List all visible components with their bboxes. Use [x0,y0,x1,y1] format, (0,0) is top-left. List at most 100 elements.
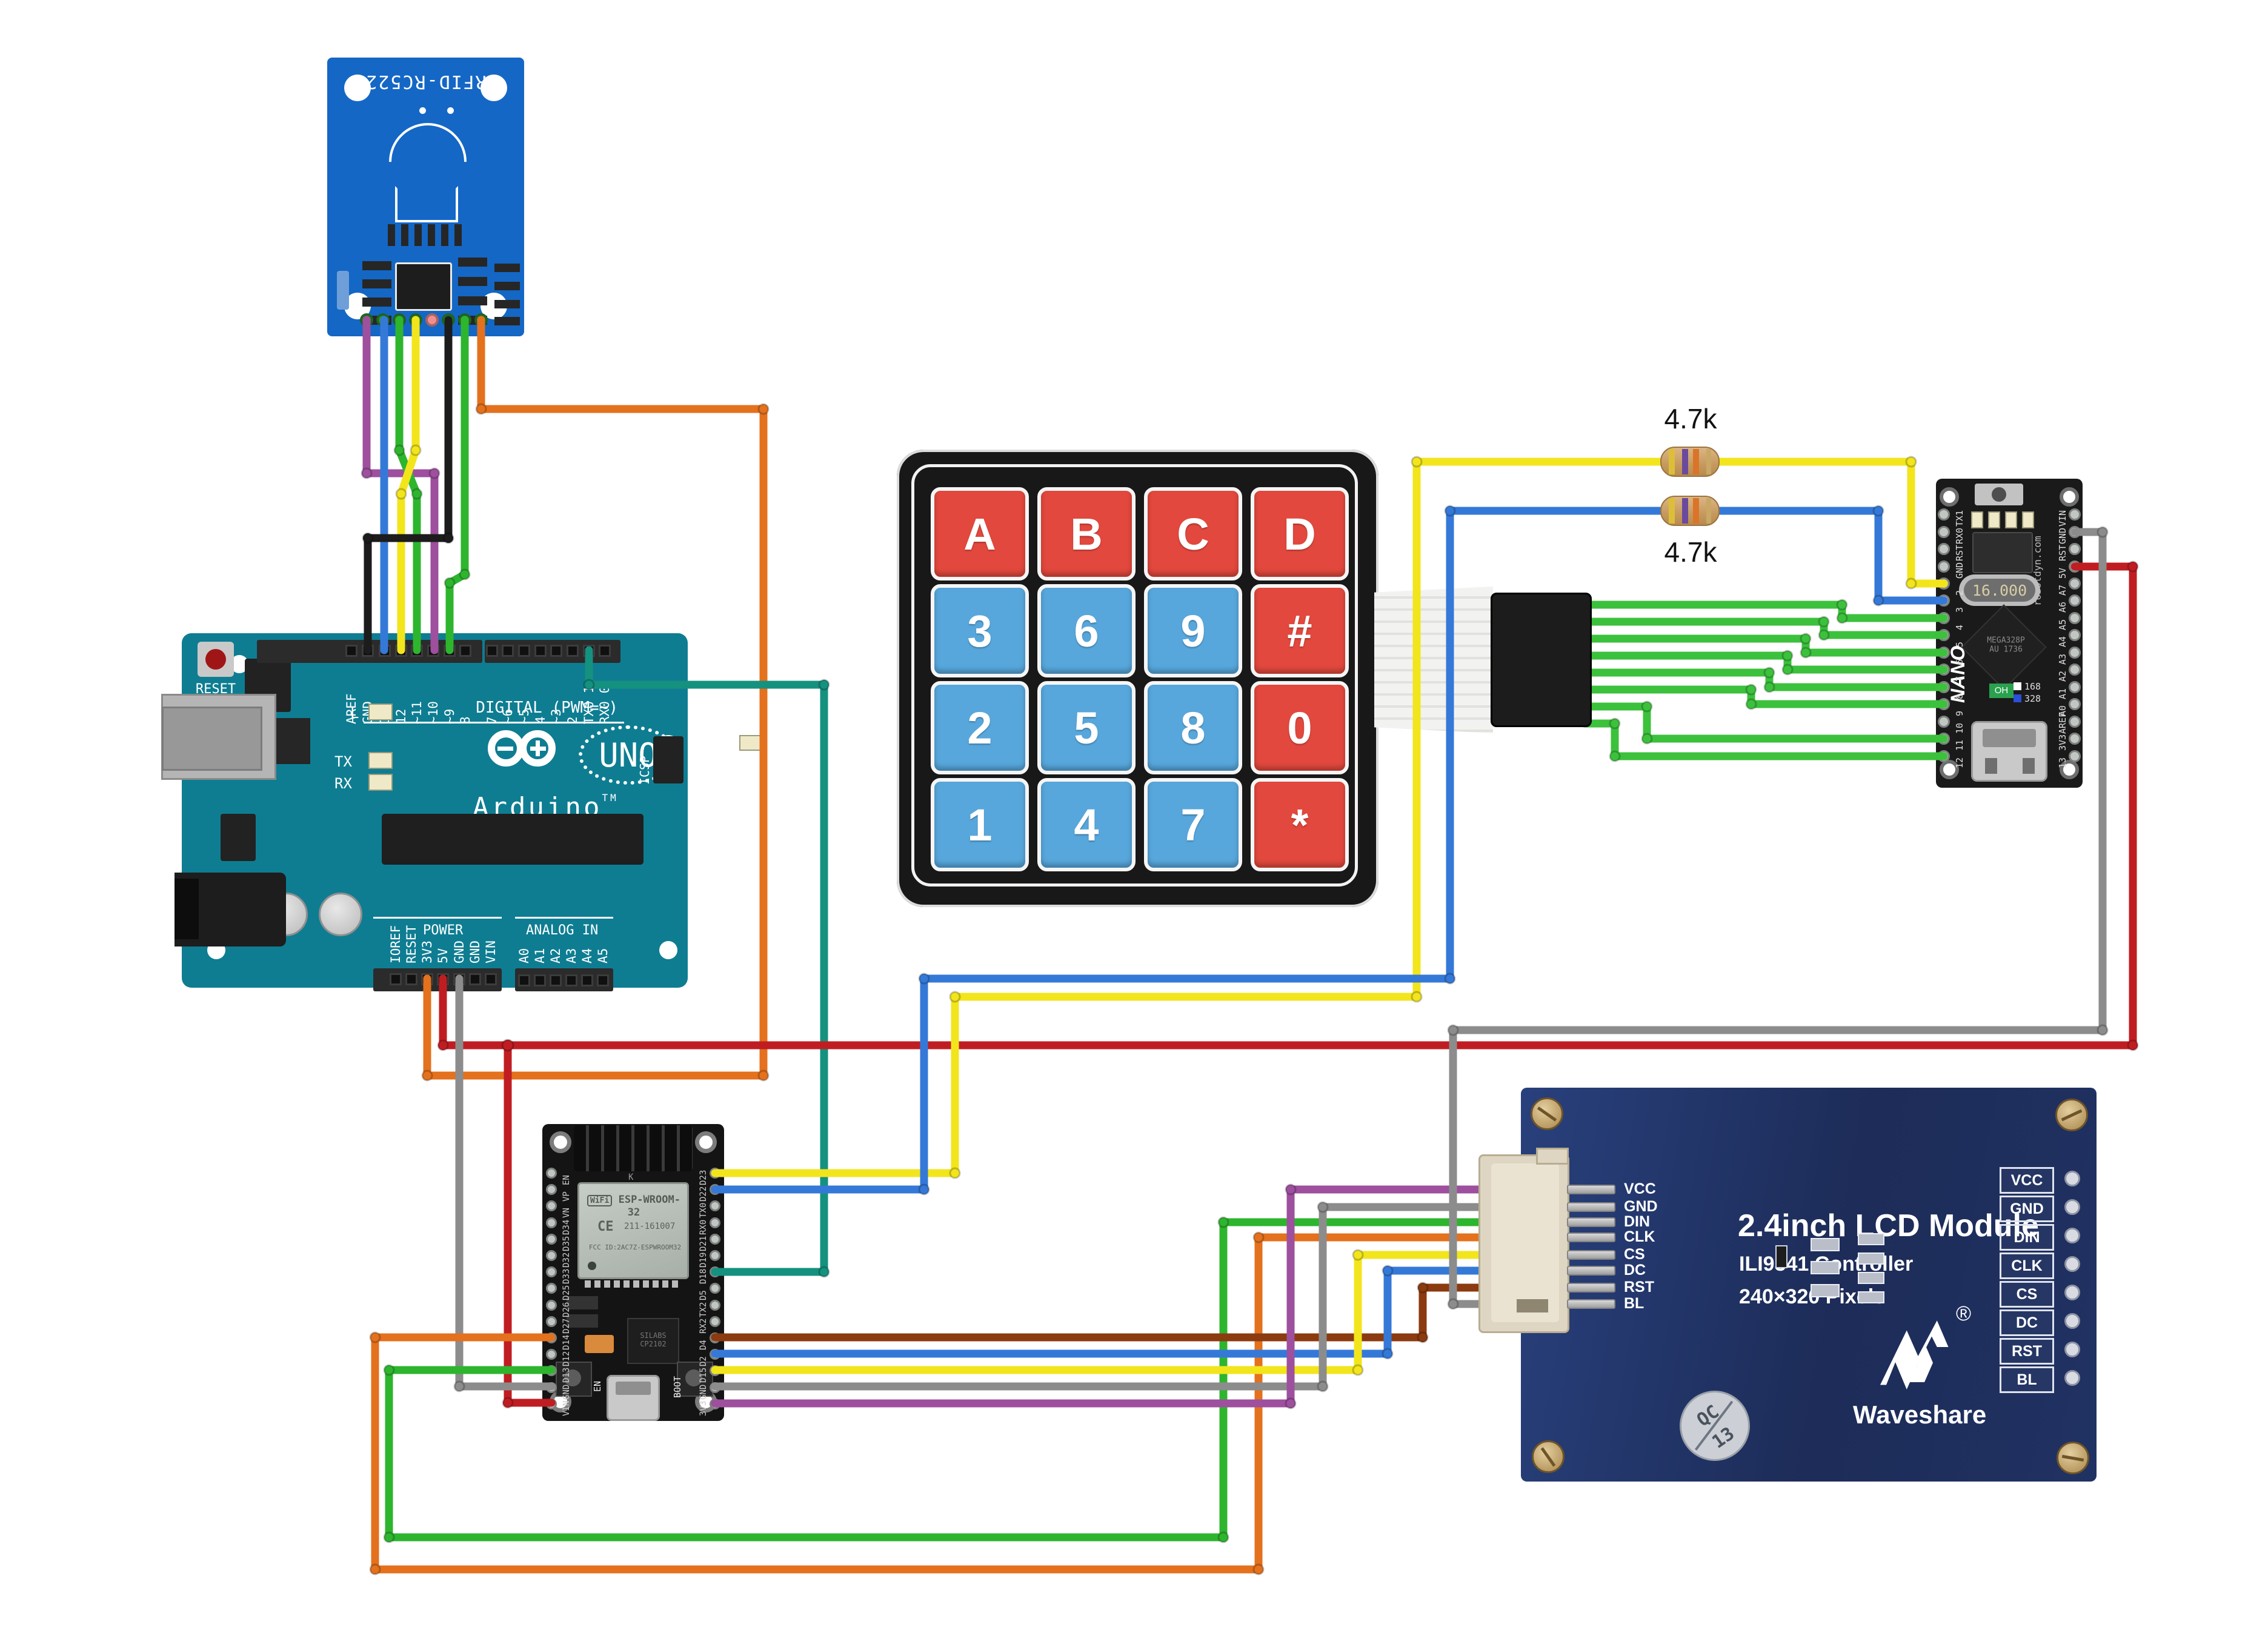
lcd-right-pad-DC [2064,1313,2080,1329]
keypad-key-9: 9 [1144,584,1242,677]
nano-right-pad-A5 [2069,612,2081,624]
antenna-k-label: K [628,1173,634,1182]
resistor-4k7-top [1660,447,1720,477]
wire-esp-d4-brown [711,1283,1501,1342]
lcd-pad-box-GND: GND [2000,1196,2054,1222]
resistor-value-bottom: 4.7k [1664,536,1717,568]
led-rx-label: RX [334,775,352,792]
uno-digital-pin-2 [567,645,579,657]
wire-kp8-green-bend [1609,717,1621,730]
esp-left-pad-VP [546,1184,557,1196]
lcd-conn-pin-RST [1567,1283,1615,1292]
uno-power-pin-VIN [485,973,497,985]
esp-left-pad-D27 [546,1316,557,1327]
wire-esp-gnd-gray-bend [1317,1380,1329,1392]
micro-usb-port [1971,721,2047,782]
lcd-conn-label-VCC: VCC [1624,1180,1656,1197]
esp-left-pad-D34 [546,1217,557,1228]
wire-uno-tx-teal-bend [583,679,595,691]
lcd-conn-pin-DC [1567,1266,1615,1276]
keypad-key-7: 7 [1144,778,1242,871]
wire-esp-d23-yellow [711,457,1668,1177]
wire-rfid-orange-3v3-bend [475,403,487,415]
wire-rfid-green-mosi-bend [411,488,423,500]
wire-rfid-black-gnd-bend [362,532,374,544]
esp-left-pad-D35 [546,1233,557,1245]
uno-digital-pin-4 [534,645,547,657]
uno-analog-pin-A5 [597,974,609,986]
lcd-pad-box-VCC: VCC [2000,1167,2054,1194]
antenna-dot [447,107,454,114]
crystal-16mhz: 16.000 [1959,574,2040,606]
esp32-devkit-board: K WiFi ESP-WROOM-32 CE 211-161007 FCC ID… [542,1124,724,1421]
mount-hole [344,75,371,101]
antenna-loop-icon [395,186,458,222]
uno-digital-pin-RX0 0 [599,645,611,657]
wire-esp-gnd-gray-bend [1317,1201,1329,1213]
esp-right-pad-D5 [710,1283,720,1294]
lcd-pad-box-RST: RST [2000,1338,2054,1365]
lcd-title: 2.4inch LCD Module [1738,1208,2039,1243]
lcd-conn-label-CS: CS [1624,1246,1645,1263]
lcd-conn-pin-CLK [1567,1233,1615,1242]
wire-esp-d22-blue [711,507,1668,1194]
wire-esp-d13-green-bend [1217,1531,1229,1543]
wire-esp-d13-green-bend [1217,1216,1229,1228]
cp2102-chip: SILABS CP2102 [627,1318,679,1364]
wire-rfid-purple-bend [361,467,373,479]
keypad-key-D: D [1251,487,1349,580]
wire-kp8-green [1580,719,1948,760]
screw [2055,1099,2088,1131]
nano-left-pad-RX0 [1938,526,1950,538]
wire-esp-d4-brown-bend [1417,1331,1429,1343]
wire-esp-d14-orange [371,1233,1501,1574]
uno-analog-pin-A0 [518,974,530,986]
uno-digital-pin-~5 [518,645,530,657]
keypad-key-*: * [1251,778,1349,871]
nano-right-pad-A3 [2069,647,2081,659]
lcd-pad-box-BL: BL [2000,1366,2054,1393]
voltage-regulator [221,814,256,861]
esp-left-pad-D12 [546,1349,557,1360]
power-jack [175,873,286,946]
esp-left-pad-VN [546,1200,557,1212]
nano-right-pad-A0 [2069,698,2081,710]
tantalum-cap [585,1335,614,1353]
nano-icsp-header [1972,532,2033,573]
waveshare-lcd-board: 2.4inch LCD Module ILI9341 Controller 24… [1521,1088,2097,1482]
wire-unognd-gray-bend [453,1380,465,1392]
nano-right-pad-RST [2069,543,2081,555]
uno-model-badge: UNO [579,725,678,785]
lcd-conn-label-DC: DC [1624,1262,1646,1279]
wire-res2-blue [1712,507,1948,605]
screw [1531,1097,1563,1130]
esp-left-pad-D33 [546,1266,557,1278]
resistor-value-top: 4.7k [1664,403,1717,434]
esp-right-pad-RX2 [710,1316,720,1327]
uno-analog-pin-A1 [534,974,546,986]
uno-analog-pin-A4 [581,974,593,986]
power-caption: POWER [423,923,464,938]
led-tx-label: TX [334,753,352,770]
wire-esp-d15-yellow [711,1251,1501,1374]
wire-rfid-yellow-bend [395,488,407,500]
wire-kp7-green [1580,702,1948,743]
nano-left-pad-10 [1938,716,1950,728]
reset-button [198,642,234,677]
wire-esp-d23-yellow-bend [949,1167,961,1179]
lcd-right-pad-BL [2064,1370,2080,1386]
wire-espvin-red-bend [502,1397,514,1409]
lcd-right-pad-GND [2064,1199,2080,1215]
lcd-conn-pin-DIN [1567,1217,1615,1227]
smd-cap [337,271,349,310]
uno-digital-pin-AREF [345,645,357,657]
wire-res1-yellow-bend [1905,577,1917,590]
esp-left-pad-EN [546,1168,557,1179]
nano-left-pad-GND [1938,561,1950,573]
lcd-right-pad-VCC [2064,1171,2080,1186]
lcd-right-pad-CS [2064,1285,2080,1300]
wire-5v-red-bend [437,1039,449,1051]
keypad-connector [1491,593,1592,727]
keypad-key-0: 0 [1251,681,1349,774]
